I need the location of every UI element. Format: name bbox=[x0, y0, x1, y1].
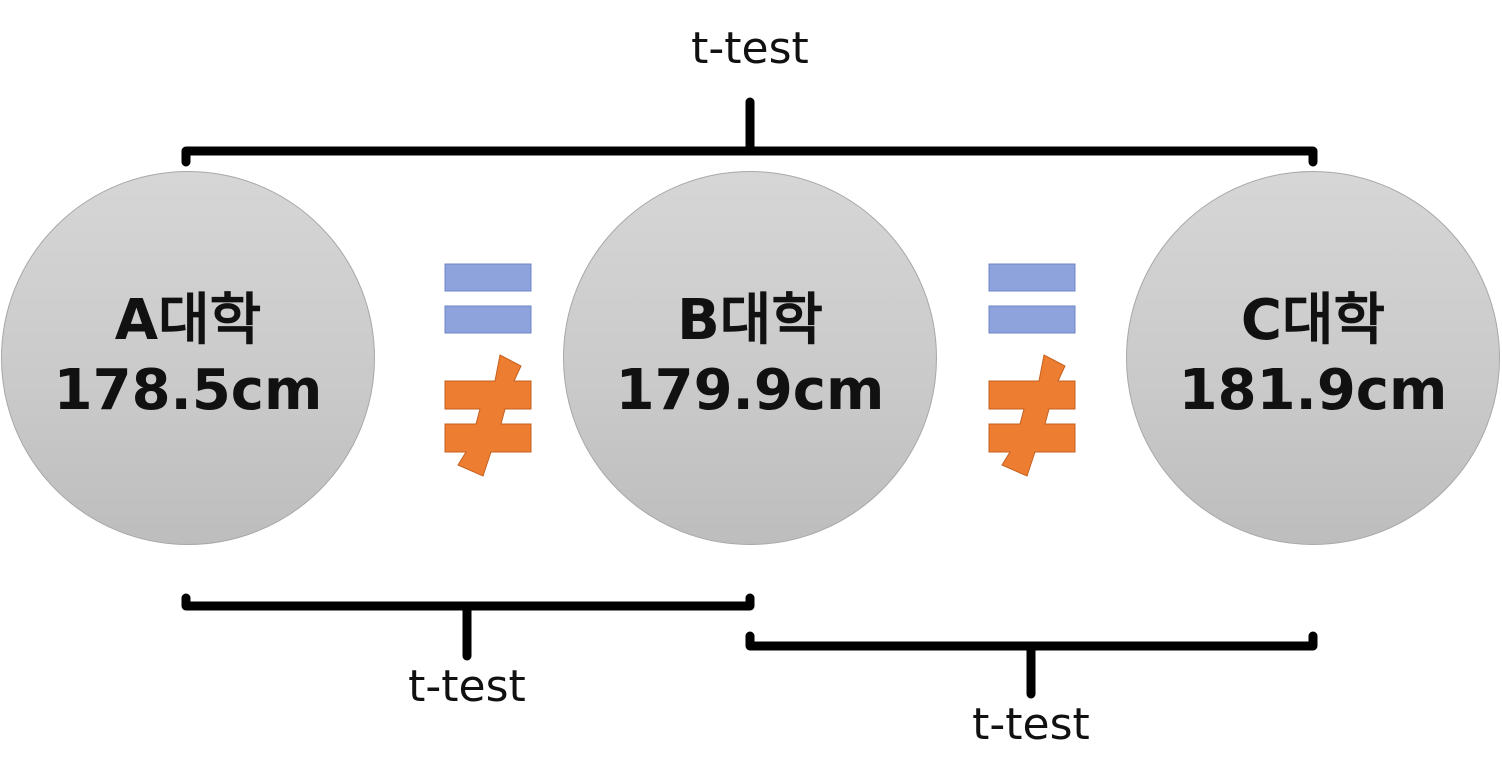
group-mean-value: 178.5cm bbox=[53, 358, 323, 423]
group-name: A대학 bbox=[114, 288, 262, 353]
group-name: B대학 bbox=[677, 288, 823, 353]
bottom-right-test-label: t-test bbox=[972, 699, 1090, 750]
top-test-label: t-test bbox=[691, 23, 809, 74]
group-mean-value: 179.9cm bbox=[615, 358, 885, 423]
group-mean-value: 181.9cm bbox=[1178, 358, 1448, 423]
not-equal-icon bbox=[988, 354, 1076, 477]
bottom-left-test-label: t-test bbox=[408, 661, 526, 712]
group-circle-b: B대학 179.9cm bbox=[563, 171, 937, 545]
equals-icon bbox=[444, 263, 532, 334]
bottom-right-bracket bbox=[745, 631, 1318, 699]
group-circle-c: C대학 181.9cm bbox=[1126, 171, 1500, 545]
group-circle-a: A대학 178.5cm bbox=[1, 171, 375, 545]
not-equal-icon bbox=[444, 354, 532, 477]
top-bracket bbox=[181, 97, 1318, 167]
bottom-left-bracket bbox=[181, 593, 755, 661]
group-name: C대학 bbox=[1240, 288, 1386, 353]
equals-icon bbox=[988, 263, 1076, 334]
